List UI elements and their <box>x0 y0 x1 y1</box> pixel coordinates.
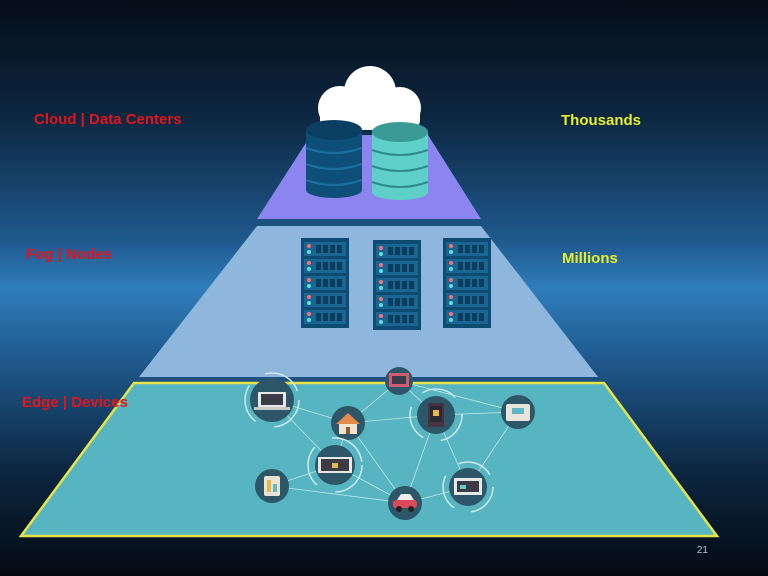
device-node-tv <box>307 437 363 493</box>
cloud-tier-label: Cloud | Data Centers <box>34 111 182 128</box>
cloud-tier-scale: Thousands <box>561 112 642 129</box>
cloud-tier-trapezoid <box>257 135 481 219</box>
database-icon <box>371 122 429 200</box>
device-node-monitor <box>385 367 413 395</box>
edge-tier-platform <box>18 381 720 538</box>
fog-tier-label: Fog | Nodes <box>26 246 112 263</box>
database-icon <box>305 120 363 198</box>
server-rack-icon <box>373 240 421 330</box>
device-node-laptop <box>244 372 300 428</box>
server-rack-icon <box>443 238 491 328</box>
device-node-printer <box>501 395 535 429</box>
device-node-screen <box>442 461 494 513</box>
device-node-tablet <box>255 469 289 503</box>
edge-tier-label: Edge | Devices <box>22 394 128 411</box>
fog-tier-trapezoid <box>139 226 598 377</box>
device-node-car <box>388 486 422 520</box>
server-rack-icon <box>301 238 349 328</box>
page-number: 21 <box>696 545 708 556</box>
fog-tier-scale: Millions <box>562 250 618 267</box>
device-node-phone <box>409 388 463 442</box>
device-node-house <box>331 406 365 440</box>
